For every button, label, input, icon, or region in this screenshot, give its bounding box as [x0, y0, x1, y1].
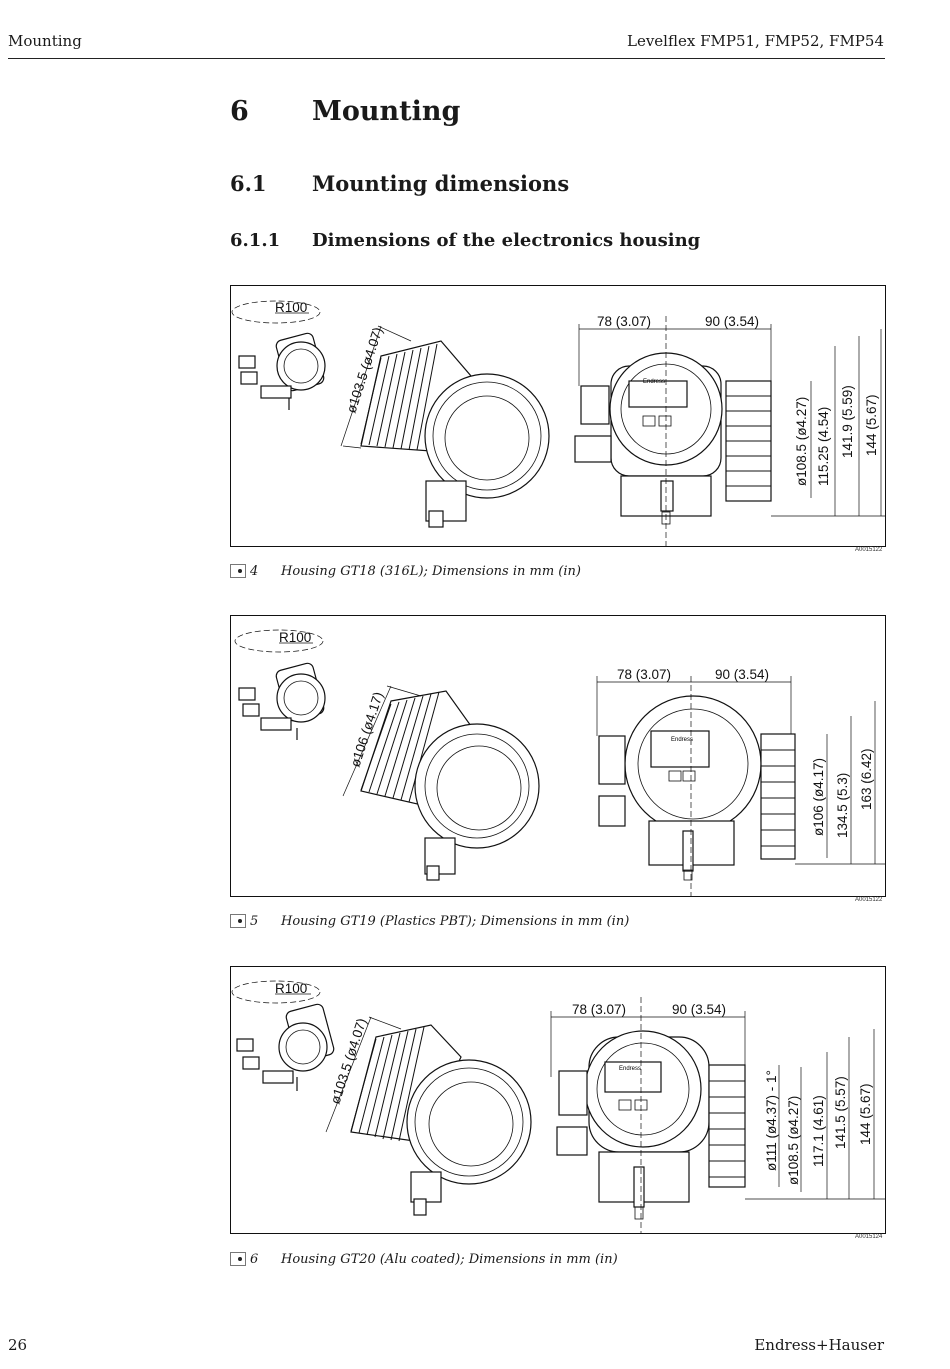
figure-housing-gt20: R100 — [230, 966, 886, 1234]
fig2-height-1: ø106 (ø4.17) — [811, 758, 826, 836]
heading-1-title: Mounting — [312, 96, 461, 127]
fig1-caption-number: 4 — [250, 564, 259, 579]
figure-icon — [230, 1252, 246, 1266]
fig1-caption: Housing GT18 (316L); Dimensions in mm (i… — [281, 564, 581, 579]
fig2-cooling-fins — [360, 691, 440, 803]
heading-2-title: Mounting dimensions — [312, 171, 570, 196]
heading-3-number: 6.1.1 — [230, 230, 281, 251]
fig2-height-2: 134.5 (5.3) — [835, 773, 850, 838]
fig2-caption: Housing GT19 (Plastics PBT); Dimensions … — [281, 914, 630, 929]
fig2-height-3: 163 (6.42) — [859, 748, 874, 810]
fig2-caption-number: 5 — [250, 914, 259, 929]
heading-2-number: 6.1 — [230, 171, 267, 196]
fig3-height-5: 144 (5.67) — [858, 1083, 873, 1145]
page-number: 26 — [8, 1336, 28, 1354]
fig3-caption-number: 6 — [250, 1252, 259, 1267]
svg-text:Endress: Endress — [643, 379, 665, 385]
figure-icon — [230, 914, 246, 928]
fig3-width-right: 90 (3.54) — [672, 1002, 726, 1017]
fig1-height-1: ø108.5 (ø4.27) — [794, 397, 809, 486]
fig2-width-right: 90 (3.54) — [715, 667, 769, 682]
figure-housing-gt19: R100 — [230, 615, 886, 897]
fig1-width-left: 78 (3.07) — [597, 314, 651, 329]
svg-text:Endress: Endress — [619, 1066, 641, 1072]
heading-3-title: Dimensions of the electronics housing — [312, 230, 701, 251]
fig3-height-4: 141.5 (5.57) — [833, 1076, 848, 1149]
fig1-width-right: 90 (3.54) — [705, 314, 759, 329]
fig1-height-4: 144 (5.67) — [864, 394, 879, 456]
header-rule — [8, 58, 885, 59]
heading-1-number: 6 — [230, 96, 249, 127]
figure-housing-gt18: R100 — [230, 285, 886, 547]
fig3-radius-label: R100 — [275, 981, 307, 996]
fig2-radius-label: R100 — [279, 630, 311, 645]
footer-brand: Endress+Hauser — [754, 1336, 884, 1354]
fig1-reference: A0015122 — [855, 547, 883, 553]
fig2-width-left: 78 (3.07) — [617, 667, 671, 682]
fig3-width-left: 78 (3.07) — [572, 1002, 626, 1017]
fig3-caption: Housing GT20 (Alu coated); Dimensions in… — [281, 1252, 618, 1267]
fig3-height-3: 117.1 (4.61) — [811, 1095, 826, 1167]
housing-gt19-drawing: R100 — [234, 629, 885, 896]
fig1-radius-label: R100 — [275, 300, 307, 315]
svg-text:Endress: Endress — [671, 737, 693, 743]
fig1-height-2: 115.25 (4.54) — [816, 407, 831, 486]
fig2-reference: A0015122 — [855, 897, 883, 903]
figure-icon — [230, 564, 246, 578]
fig3-height-1: ø111 (ø4.37) - 1° — [764, 1070, 779, 1171]
housing-gt20-drawing: R100 — [231, 980, 885, 1233]
fig3-cooling-fins — [350, 1026, 425, 1142]
fig3-height-2: ø108.5 (ø4.27) — [786, 1096, 801, 1185]
running-header-section: Mounting — [8, 32, 82, 50]
fig1-height-3: 141.9 (5.59) — [840, 385, 855, 458]
fig1-cooling-fins — [360, 343, 438, 451]
fig3-reference: A0015124 — [855, 1234, 883, 1240]
housing-gt18-drawing: R100 — [231, 300, 885, 546]
running-header-product: Levelflex FMP51, FMP52, FMP54 — [626, 32, 884, 50]
